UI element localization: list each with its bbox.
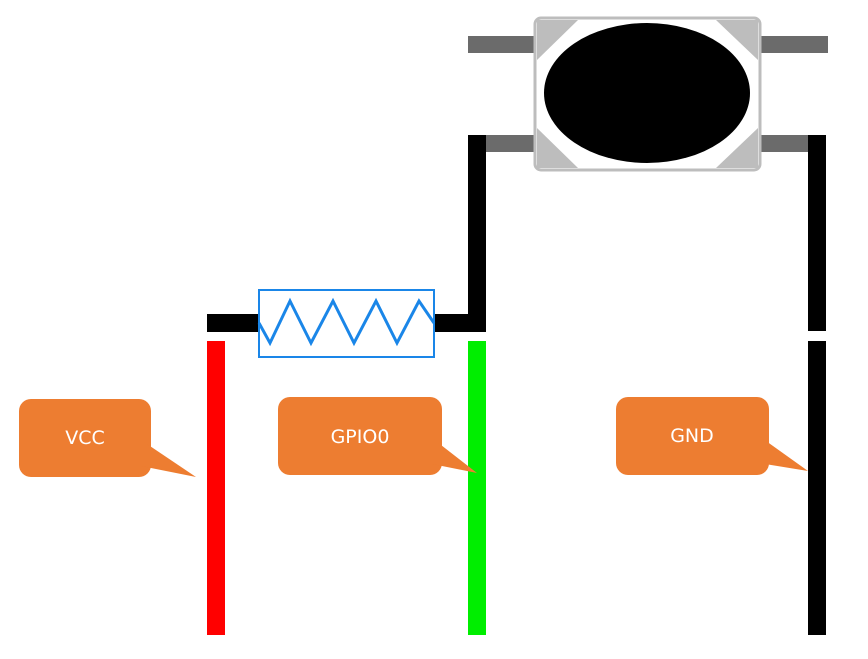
button-pin-bottom-right [760, 135, 810, 152]
callout-gpio: GPIO0 [278, 397, 477, 475]
button-corner-top-left [537, 20, 578, 60]
resistor-zigzag [257, 297, 436, 347]
gnd-wire [808, 341, 826, 635]
resistor-icon [257, 289, 436, 358]
button-pin-top-left [468, 36, 536, 53]
callout-gnd-pointer [759, 436, 808, 471]
button-pin-top-right [760, 36, 828, 53]
callout-vcc: VCC [19, 399, 196, 477]
callout-gnd: GND [616, 397, 808, 475]
callout-vcc-pointer [141, 440, 196, 477]
callout-vcc-label: VCC [65, 427, 105, 449]
gpio-wire [468, 341, 486, 635]
push-button-icon [468, 16, 828, 172]
button-corner-bottom-left [537, 128, 578, 168]
button-cap [544, 23, 750, 163]
callout-gnd-box [616, 397, 769, 475]
button-corner-top-right [716, 20, 758, 60]
callout-gnd-label: GND [670, 425, 714, 447]
callout-gpio-box [278, 397, 442, 475]
wire-vcc-to-resistor [207, 314, 262, 332]
callout-vcc-box [19, 399, 151, 477]
callout-gpio-label: GPIO0 [331, 426, 390, 448]
vcc-wire [207, 341, 225, 635]
circuit-wires [207, 135, 826, 332]
button-pin-bottom-left [484, 135, 536, 152]
wire-vertical-to-button [468, 135, 486, 332]
button-corner-bottom-right [716, 128, 758, 168]
callout-gpio-pointer [432, 438, 477, 473]
wire-button-to-gnd [808, 135, 826, 331]
